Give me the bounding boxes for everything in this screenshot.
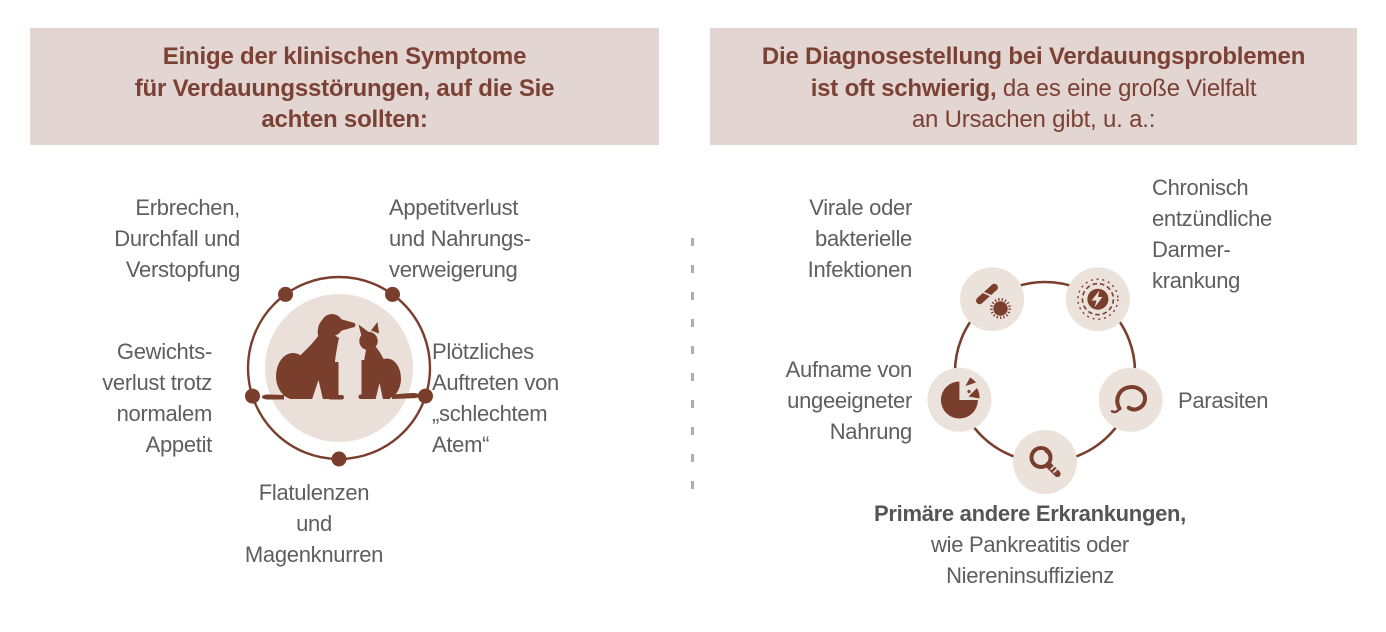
cat-leg-notch [375, 383, 383, 400]
cause-label-primary-regular: wie Pankreatitis oder Niereninsuffizienz [931, 532, 1129, 588]
symptom-label-bad-breath: Plötzliches Auftreten von „schlechtem At… [432, 339, 559, 457]
ring-dot [331, 451, 347, 467]
dog-ear [317, 319, 329, 339]
magnifier-icon [1029, 446, 1061, 478]
icon-circle [1013, 430, 1077, 494]
cat-tail [392, 393, 420, 399]
ring-dot [385, 286, 400, 302]
cat-ear-right [371, 322, 379, 334]
ring-dots [245, 286, 433, 467]
virus-bacteria-icon [976, 283, 1012, 319]
dog-paw [328, 395, 344, 400]
cause-label-infections: Virale oder bakterielle Infektionen [807, 195, 913, 282]
right-header-bold-text: Die Diagnosestellung bei Verdauungsprobl… [761, 43, 1306, 102]
symptom-label-flatulence: Flatulenzen und Magenknurren [244, 480, 384, 567]
parasite-icon [1110, 385, 1147, 414]
dog-front-leg [328, 362, 339, 396]
inflammation-icon [1077, 278, 1119, 320]
cause-label-parasites: Parasiten [1178, 388, 1269, 413]
dog-and-cat-icon [262, 314, 420, 400]
ring-dot [278, 286, 293, 302]
cause-label-primary-bold: Primäre andere Erkrankungen, [874, 501, 1186, 526]
cause-label-bowel-disease: Chronisch entzündliche Darmer- krankung [1152, 175, 1272, 293]
symptom-label-appetite-loss: Appetitverlust und Nahrungs- verweigerun… [389, 195, 531, 282]
right-header-regular-text: da es eine große Vielfalt an Ursachen gi… [911, 74, 1257, 134]
dog-snout [335, 317, 356, 333]
cause-label-unsuitable-food: Aufname von ungeeigneter Nahrung [785, 357, 913, 444]
unsuitable-food-icon [940, 377, 980, 419]
dog-tail [262, 394, 284, 400]
ring-dot [245, 388, 260, 404]
symptoms-circle-diagram [245, 275, 433, 467]
right-header-title: Die Diagnosestellung bei Verdauungsprobl… [710, 28, 1357, 145]
dog-body [288, 328, 339, 399]
dashed-divider [691, 238, 694, 506]
left-header-title: Einige der klinischen Symptome für Verda… [30, 28, 659, 145]
cat-head [359, 331, 378, 351]
symptom-label-weight-loss: Gewichts- verlust trotz normalem Appetit [102, 339, 212, 457]
cat-ear-left [358, 324, 368, 336]
causes-circle-diagram [927, 267, 1163, 494]
dog-leg-notch [312, 380, 323, 400]
icon-circle [960, 267, 1025, 332]
ring-dot [418, 388, 433, 404]
cause-label-primary-diseases: Primäre andere Erkrankungen, wie Pankrea… [830, 498, 1230, 591]
cat-front-leg [361, 360, 370, 396]
icon-circle [1098, 367, 1163, 432]
cat-paw [358, 394, 372, 399]
icon-circle [927, 367, 992, 432]
symptom-label-vomiting: Erbrechen, Durchfall und Verstopfung [114, 195, 240, 282]
